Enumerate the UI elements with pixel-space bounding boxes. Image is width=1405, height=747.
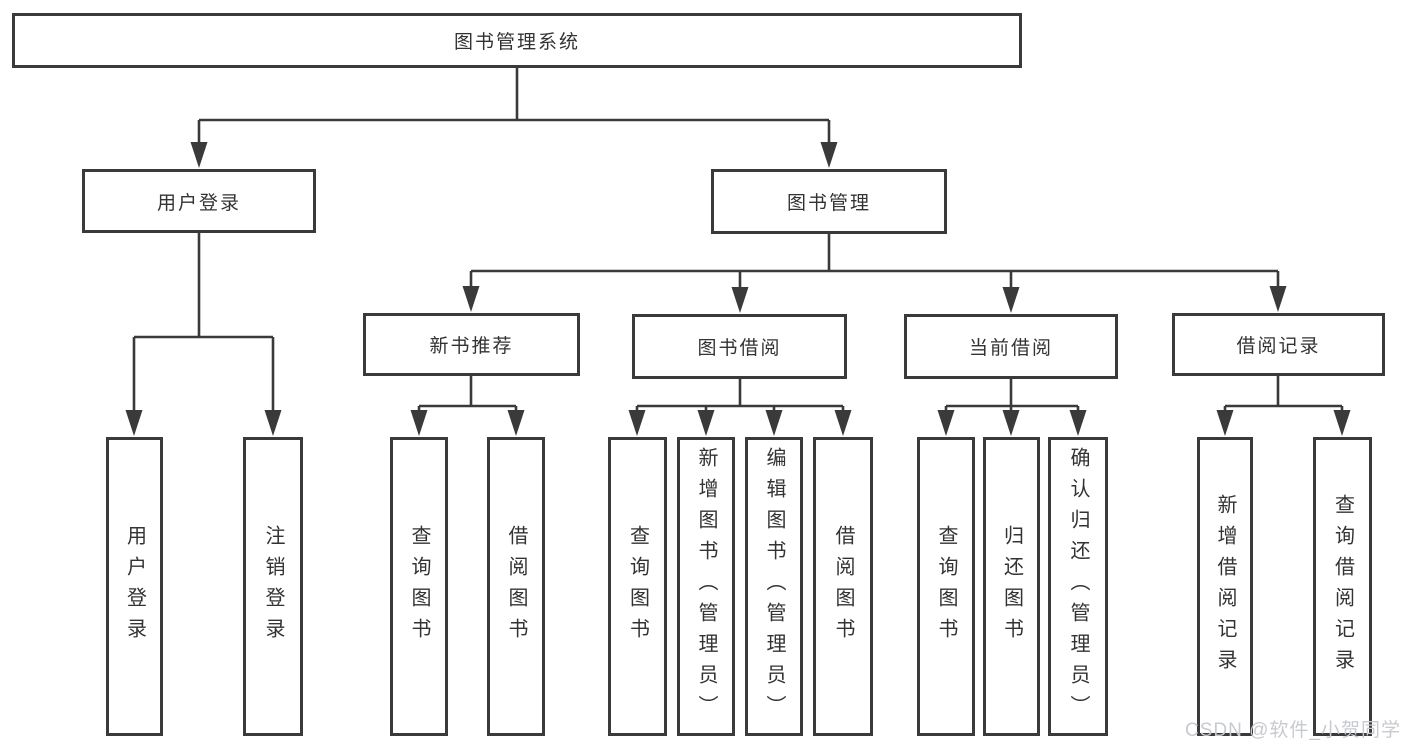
- leaf-logout: 注销登录: [243, 437, 303, 736]
- arrowhead: [507, 410, 525, 436]
- arrowhead: [1269, 286, 1287, 312]
- leaf-confirm-return-admin: 确认归还（管理员）: [1048, 437, 1108, 736]
- leaf-query-books-2: 查询图书: [608, 437, 667, 736]
- node-book-borrow: 图书借阅: [632, 314, 847, 379]
- arrowhead: [190, 142, 208, 168]
- leaf-edit-books-admin: 编辑图书（管理员）: [745, 437, 803, 736]
- node-book-management: 图书管理: [711, 169, 947, 234]
- node-book-management-label: 图书管理: [786, 193, 871, 214]
- leaf-borrow-books-1: 借阅图书: [487, 437, 545, 736]
- leaf-add-borrow-record: 新增借阅记录: [1197, 437, 1253, 736]
- node-new-book-recommend-label: 新书推荐: [429, 336, 514, 357]
- leaf-query-books-3-label: 查询图书: [935, 524, 957, 649]
- arrowhead: [834, 410, 852, 436]
- leaf-query-borrow-record-label: 查询借阅记录: [1331, 493, 1354, 680]
- leaf-edit-books-admin-label: 编辑图书（管理员）: [763, 447, 785, 726]
- arrowhead: [1069, 410, 1087, 436]
- leaf-query-books-2-label: 查询图书: [626, 524, 649, 649]
- arrowhead: [731, 287, 749, 313]
- leaf-add-borrow-record-label: 新增借阅记录: [1214, 493, 1236, 680]
- arrowhead: [462, 286, 480, 312]
- node-user-login: 用户登录: [82, 169, 316, 233]
- node-current-borrow: 当前借阅: [904, 314, 1118, 379]
- arrowhead: [1333, 410, 1351, 436]
- arrowhead: [125, 410, 143, 436]
- leaf-user-login: 用户登录: [106, 437, 163, 736]
- leaf-return-books-label: 归还图书: [1000, 524, 1023, 649]
- node-borrow-records-label: 借阅记录: [1236, 336, 1321, 357]
- leaf-query-books-1-label: 查询图书: [408, 524, 430, 649]
- node-new-book-recommend: 新书推荐: [363, 313, 580, 376]
- arrowhead: [1216, 410, 1234, 436]
- leaf-borrow-books-1-label: 借阅图书: [505, 524, 527, 649]
- leaf-logout-label: 注销登录: [262, 524, 284, 649]
- arrowheads: [125, 142, 1351, 436]
- leaf-confirm-return-admin-label: 确认归还（管理员）: [1067, 447, 1089, 726]
- node-borrow-records: 借阅记录: [1172, 313, 1385, 376]
- csdn-watermark: CSDN @软件_小贺同学: [1185, 720, 1401, 741]
- leaf-query-borrow-record: 查询借阅记录: [1313, 437, 1372, 736]
- leaf-borrow-books-2: 借阅图书: [813, 437, 873, 736]
- arrowhead: [937, 410, 955, 436]
- node-current-borrow-label: 当前借阅: [968, 338, 1053, 359]
- leaf-add-books-admin: 新增图书（管理员）: [677, 437, 735, 736]
- arrowhead: [697, 410, 715, 436]
- leaf-return-books: 归还图书: [983, 437, 1040, 736]
- arrowhead: [765, 410, 783, 436]
- leaf-query-books-1: 查询图书: [390, 437, 448, 736]
- leaf-user-login-label: 用户登录: [123, 524, 146, 649]
- leaf-query-books-3: 查询图书: [917, 437, 975, 736]
- node-user-login-label: 用户登录: [156, 192, 241, 214]
- arrowhead: [628, 410, 646, 436]
- node-book-borrow-label: 图书借阅: [697, 338, 782, 359]
- leaf-add-books-admin-label: 新增图书（管理员）: [695, 447, 717, 726]
- arrowhead: [1002, 287, 1020, 313]
- node-root: 图书管理系统: [12, 13, 1022, 68]
- arrowhead: [264, 410, 282, 436]
- node-root-label: 图书管理系统: [453, 32, 580, 53]
- arrowhead: [410, 410, 428, 436]
- leaf-borrow-books-2-label: 借阅图书: [832, 524, 854, 649]
- arrowhead: [1002, 410, 1020, 436]
- arrowhead: [820, 142, 838, 168]
